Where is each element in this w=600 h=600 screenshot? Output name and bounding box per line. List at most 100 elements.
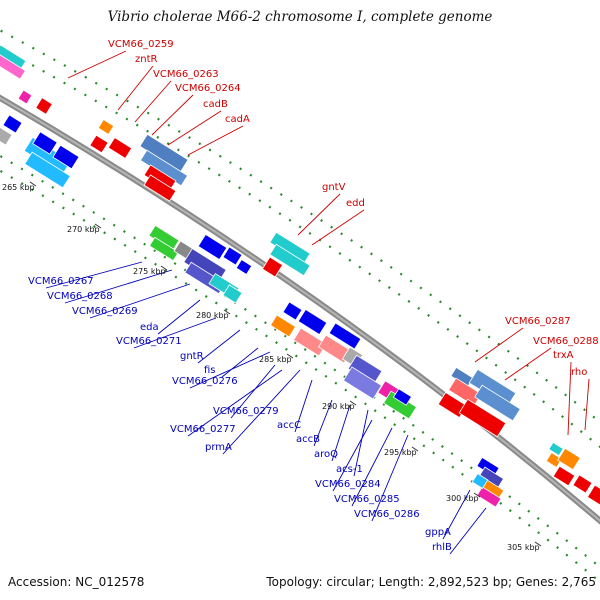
leader-line xyxy=(353,409,369,477)
leader-line xyxy=(167,110,222,146)
leader-line xyxy=(331,404,351,462)
gene-label-VCM66_0276: VCM66_0276 xyxy=(172,376,238,387)
tick-mark xyxy=(473,492,481,498)
gene-label-gntR: gntR xyxy=(180,351,204,362)
gene-label-rhlB: rhlB xyxy=(432,542,452,553)
tick-label: 300 kbp xyxy=(446,494,479,503)
gene-feature xyxy=(557,447,581,471)
gene-feature xyxy=(17,89,33,105)
gene-feature xyxy=(474,384,521,422)
gene-label-VCM66_0287: VCM66_0287 xyxy=(505,316,571,327)
leader-line xyxy=(449,507,487,555)
tick-label: 270 kbp xyxy=(67,225,100,234)
gene-feature xyxy=(548,441,564,457)
leader-line xyxy=(474,327,524,363)
gene-label-VCM66_0279: VCM66_0279 xyxy=(213,406,279,417)
gene-label-rho: rho xyxy=(571,367,587,378)
gene-features xyxy=(0,44,600,508)
tick-label: 290 kbp xyxy=(322,402,355,411)
gene-feature xyxy=(261,256,284,278)
tick-mark xyxy=(29,181,37,187)
label-leader-lines xyxy=(45,50,590,555)
gene-feature xyxy=(143,174,177,202)
accession-text: Accession: NC_012578 xyxy=(8,575,145,589)
gene-feature xyxy=(269,243,311,277)
tick-mark xyxy=(411,446,419,452)
leader-line xyxy=(64,269,173,304)
leader-line xyxy=(230,364,276,419)
gene-feature xyxy=(235,259,253,275)
tick-label: 305 kbp xyxy=(507,543,540,552)
leader-line xyxy=(442,489,471,540)
gene-label-accB: accB xyxy=(296,434,320,445)
gene-feature xyxy=(32,131,58,155)
leader-line xyxy=(567,361,572,436)
gene-feature xyxy=(471,473,489,489)
leader-line xyxy=(294,379,313,433)
leader-line xyxy=(221,347,259,378)
gene-feature xyxy=(2,114,23,134)
gene-feature xyxy=(269,314,297,338)
leader-line xyxy=(187,369,283,437)
leader-line xyxy=(371,434,409,522)
gene-feature xyxy=(448,377,482,407)
leader-line xyxy=(187,125,244,156)
tick-label: 275 kbp xyxy=(133,267,166,276)
tick-dot-rings xyxy=(0,29,600,584)
tick-label: 285 kbp xyxy=(259,355,292,364)
dotted-ring xyxy=(0,46,600,449)
leader-line xyxy=(67,50,127,79)
gene-feature xyxy=(97,119,115,135)
gene-label-VCM66_0271: VCM66_0271 xyxy=(116,336,182,347)
gene-label-VCM66_0269: VCM66_0269 xyxy=(72,306,138,317)
leader-line xyxy=(45,261,143,289)
gene-label-eda: eda xyxy=(140,322,159,333)
gene-labels: VCM66_0259zntRVCM66_0263VCM66_0264cadBca… xyxy=(28,39,599,553)
gene-feature xyxy=(342,366,383,400)
gene-label-prmA: prmA xyxy=(205,442,232,453)
gene-feature xyxy=(0,54,26,80)
tick-mark xyxy=(94,223,102,229)
gene-feature xyxy=(52,144,80,170)
leader-line xyxy=(117,65,154,111)
gene-label-VCM66_0286: VCM66_0286 xyxy=(354,509,420,520)
leader-line xyxy=(151,94,194,136)
gene-label-VCM66_0284: VCM66_0284 xyxy=(315,479,381,490)
leader-line xyxy=(351,427,393,507)
chromosome-backbone-highlight xyxy=(0,96,600,523)
gene-label-VCM66_0259: VCM66_0259 xyxy=(108,39,174,50)
gene-label-VCM66_0268: VCM66_0268 xyxy=(47,291,113,302)
gene-label-gppA: gppA xyxy=(425,527,451,538)
gene-feature xyxy=(0,126,13,146)
gene-feature xyxy=(282,301,303,321)
gene-feature xyxy=(476,486,502,508)
gene-label-gntV: gntV xyxy=(322,182,346,193)
gene-feature xyxy=(328,322,362,350)
leader-line xyxy=(133,317,217,349)
gene-feature xyxy=(572,474,593,494)
tick-mark xyxy=(534,541,542,547)
genome-stats-text: Topology: circular; Length: 2,892,523 bp… xyxy=(266,575,596,589)
leader-line xyxy=(584,378,590,431)
leader-line xyxy=(157,299,201,335)
gene-feature xyxy=(24,151,71,189)
gene-feature xyxy=(552,465,576,487)
gene-feature xyxy=(458,398,507,438)
gene-feature xyxy=(297,308,328,336)
tick-label: 295 kbp xyxy=(384,448,417,457)
gene-feature xyxy=(35,97,53,115)
leader-line xyxy=(297,193,341,236)
tick-mark xyxy=(160,265,168,271)
leader-line xyxy=(311,209,365,246)
dotted-ring xyxy=(0,29,600,424)
gene-label-VCM66_0277: VCM66_0277 xyxy=(170,424,236,435)
leader-line xyxy=(504,347,552,381)
gene-feature xyxy=(586,484,600,506)
gene-label-acs-1: acs-1 xyxy=(336,464,363,475)
gene-label-aroQ: aroQ xyxy=(314,449,338,460)
gene-label-VCM66_0267: VCM66_0267 xyxy=(28,276,94,287)
leader-line xyxy=(222,369,301,455)
tick-label: 280 kbp xyxy=(196,311,229,320)
